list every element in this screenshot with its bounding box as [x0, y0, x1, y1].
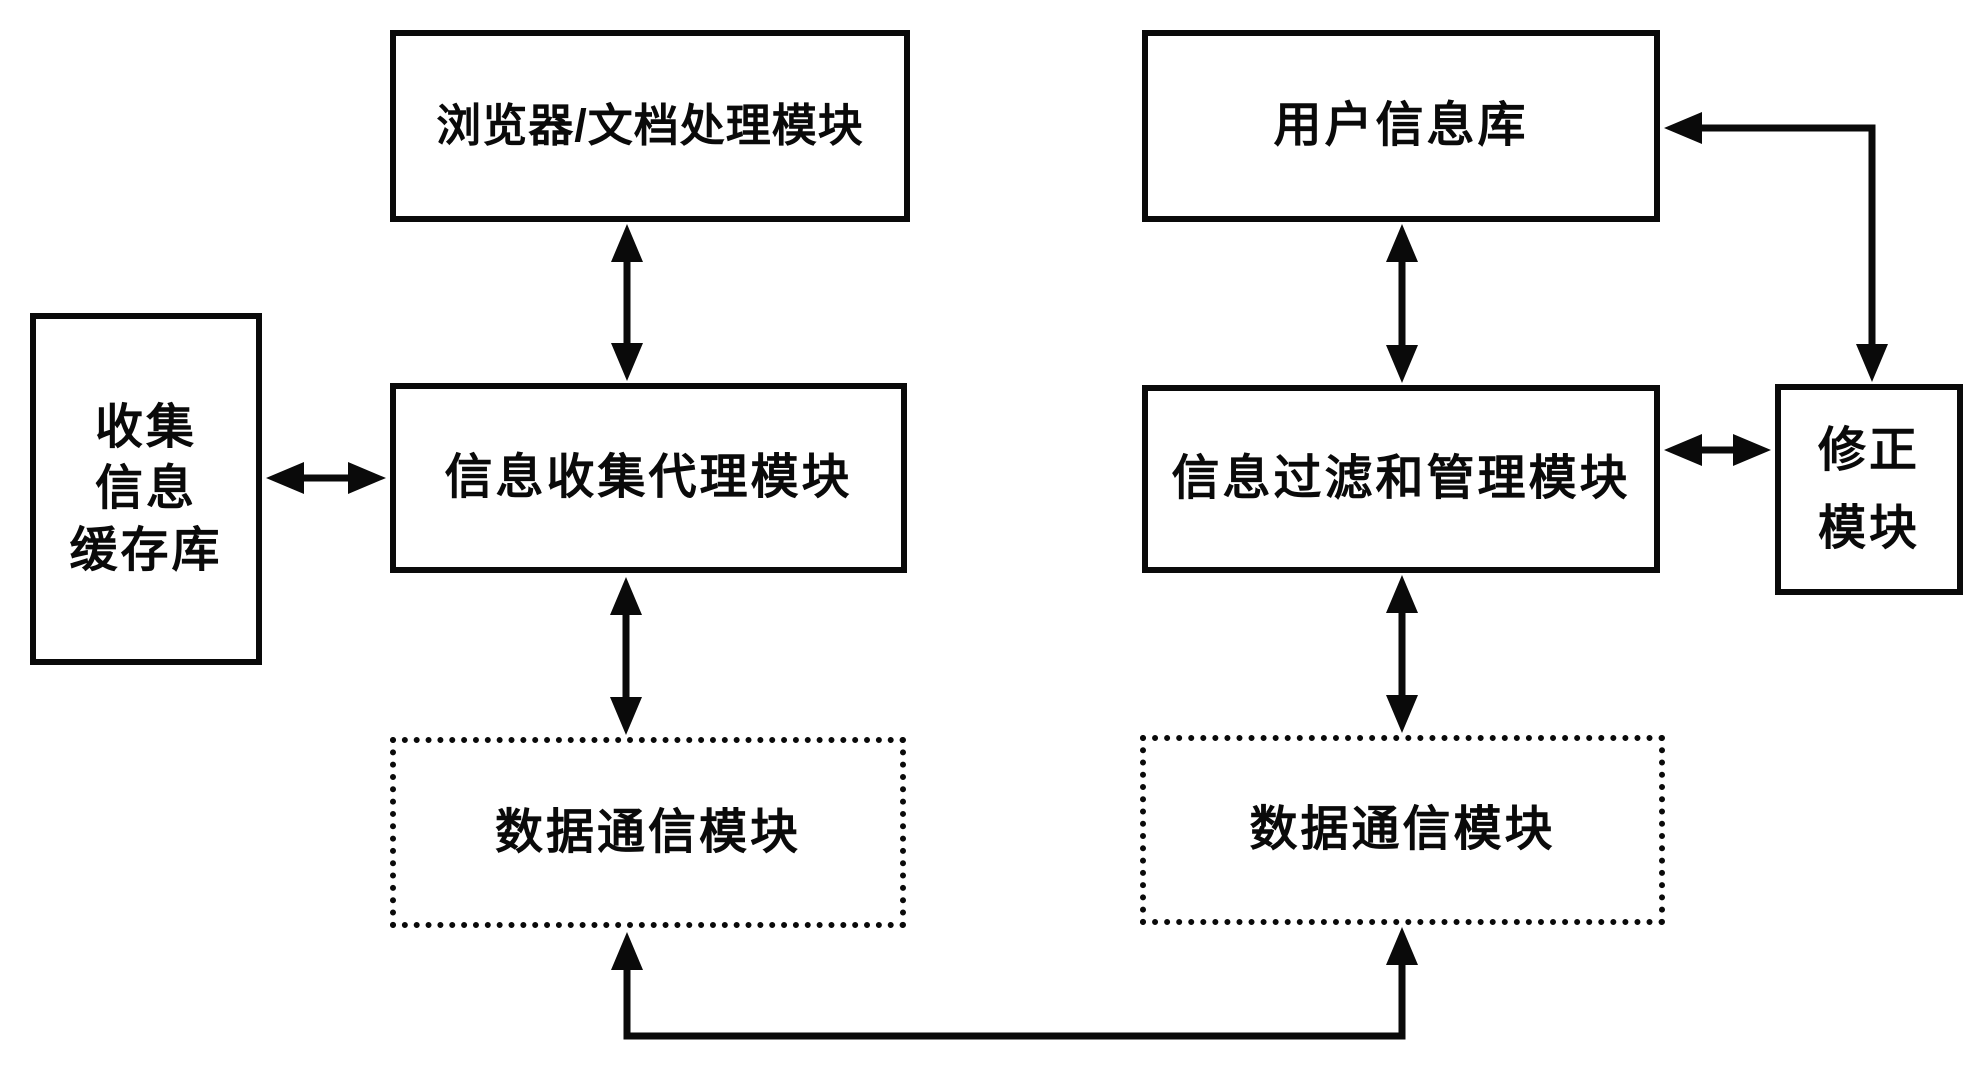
data-comm-module-right-label: 数据通信模块	[1249, 803, 1556, 856]
arrow-correction-user-feedback	[1664, 112, 1888, 382]
box-data-comm-module-right: 数据通信模块	[1140, 735, 1665, 925]
arrow-filter-correction	[1664, 434, 1771, 466]
cache-label-line1: 收集	[94, 400, 197, 454]
box-correction-module: 修正 模块	[1775, 384, 1963, 595]
arrow-filter-comm-right	[1386, 575, 1418, 733]
arrow-browser-agent	[611, 224, 643, 381]
box-data-comm-module-left: 数据通信模块	[390, 737, 906, 928]
data-comm-module-left-label: 数据通信模块	[494, 805, 801, 859]
box-user-info-db: 用户信息库	[1142, 30, 1660, 222]
arrow-comm-right-comm-left-link	[611, 927, 1418, 1040]
correction-label-line1: 修正	[1817, 423, 1920, 477]
correction-module-label: 修正 模块	[1818, 412, 1920, 568]
arrow-agent-comm-left	[610, 577, 642, 735]
info-filter-management-module-label: 信息过滤和管理模块	[1171, 452, 1631, 505]
correction-label-line2: 模块	[1817, 501, 1920, 555]
browser-document-module-label: 浏览器/文档处理模块	[436, 99, 864, 151]
box-info-collection-agent-module: 信息收集代理模块	[390, 383, 907, 573]
user-info-db-label: 用户信息库	[1273, 99, 1529, 152]
box-collection-info-cache: 收集 信息 缓存库	[30, 313, 262, 665]
box-browser-document-module: 浏览器/文档处理模块	[390, 30, 910, 222]
arrow-user-filter	[1386, 224, 1418, 383]
arrow-cache-agent	[266, 462, 386, 494]
info-collection-agent-module-label: 信息收集代理模块	[444, 451, 853, 504]
collection-info-cache-label: 收集 信息 缓存库	[69, 397, 222, 581]
cache-label-line2: 信息	[94, 462, 197, 516]
cache-label-line3: 缓存库	[69, 523, 223, 577]
box-info-filter-management-module: 信息过滤和管理模块	[1142, 385, 1660, 573]
